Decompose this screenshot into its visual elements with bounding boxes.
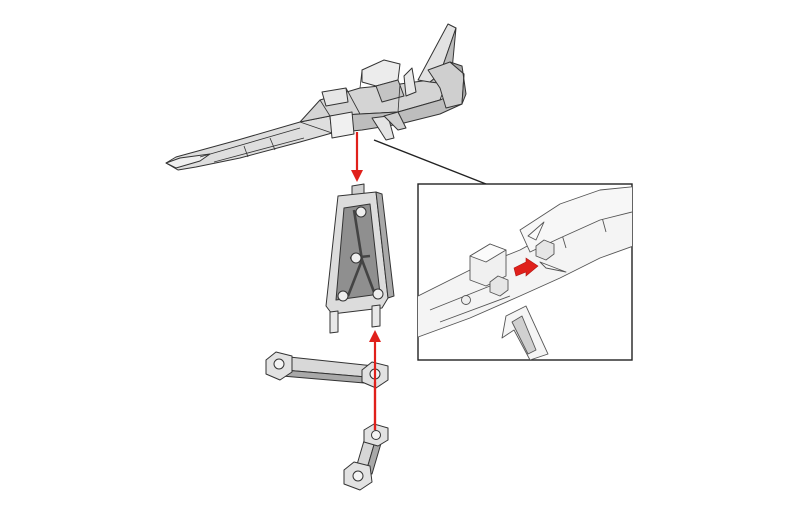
backplate-hole-right <box>372 288 384 300</box>
stand-backplate <box>325 183 395 334</box>
jet-rear-engine-face <box>449 61 467 105</box>
inset-hex-hole-b <box>535 239 555 261</box>
arrow-jet-to-plate <box>351 132 363 182</box>
inset-hex-hole-a <box>489 275 509 297</box>
long-arm-connector <box>265 351 389 389</box>
jet-ventral-fin-a <box>371 115 395 141</box>
short-arm-hole-bottom <box>352 470 364 482</box>
arrow-arm-to-plate <box>369 330 381 430</box>
inset-plate-tab-inner <box>511 315 537 355</box>
detail-inset <box>417 183 633 361</box>
jet-connection-socket <box>329 111 355 139</box>
jet-intake-block <box>321 87 349 107</box>
inset-small-peg <box>461 295 471 305</box>
inset-socket-top <box>469 243 507 263</box>
jet-nose-tip <box>165 153 211 169</box>
backplate-hole-left <box>337 290 349 302</box>
jet-ventral-fin-b <box>383 111 407 131</box>
callout-leader-line <box>373 139 487 185</box>
inset-arrow <box>513 257 539 277</box>
long-arm-hole-left <box>273 358 285 370</box>
backplate-side-edge <box>375 191 395 299</box>
jet-winglet <box>403 67 417 97</box>
backplate-peg-left <box>329 310 339 334</box>
short-arm-hole-top <box>371 430 381 440</box>
backplate-peg-right <box>371 304 381 328</box>
jet-cockpit-side <box>375 79 405 103</box>
jet-panel-lines <box>299 69 401 134</box>
fighter-jet-assembly <box>165 23 467 171</box>
jet-nose-panel-line <box>199 127 305 163</box>
inset-peg-spikes <box>527 221 567 273</box>
backplate-hole-top <box>355 206 367 218</box>
short-arm-connector <box>343 423 389 491</box>
backplate-hole-mid <box>350 252 362 264</box>
